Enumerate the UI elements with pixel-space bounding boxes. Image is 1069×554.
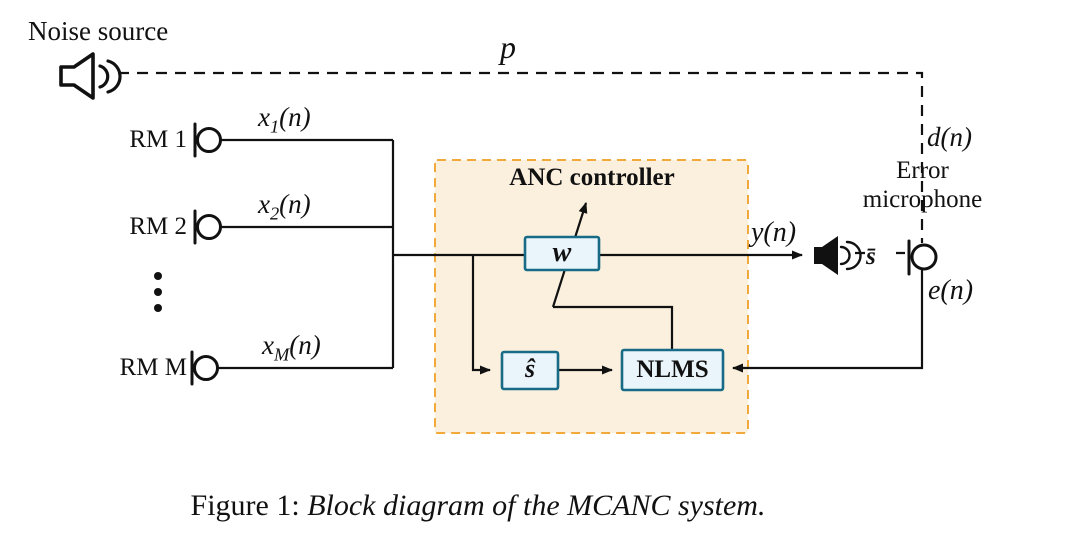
x1-var: x (258, 102, 270, 132)
x1-sub: 1 (269, 116, 280, 137)
disturbance-label: d(n) (927, 122, 972, 152)
w-filter-label: w (552, 236, 572, 268)
rm1-mic-icon (193, 122, 222, 158)
noise-source-label: Noise source (28, 16, 169, 46)
rm2-label: RM 2 (129, 213, 187, 240)
x2-sub: 2 (269, 203, 280, 224)
rmm-label: RM M (119, 354, 187, 381)
shat-block (500, 350, 560, 391)
figure-caption: Figure 1: Block diagram of the MCANC sys… (78, 489, 878, 523)
w-filter-block (523, 235, 601, 272)
nlms-label: NLMS (636, 356, 709, 383)
xm-sub: M (273, 344, 290, 365)
rm1-label: RM 1 (129, 126, 187, 153)
x2-arg: (n) (279, 189, 311, 219)
secondary-path-label: s̄ (866, 243, 876, 270)
nlms-block (620, 348, 725, 392)
vertical-ellipsis-icon (154, 272, 162, 312)
noise-speaker-icon (59, 52, 122, 100)
error-feedback-line (732, 269, 924, 373)
error-mic-icon (907, 239, 938, 276)
error-signal-label: e(n) (928, 275, 974, 306)
anc-controller-title: ANC controller (509, 164, 675, 191)
error-microphone-label: Error microphone (840, 157, 1005, 215)
x2-signal-label: x2(n) (258, 189, 311, 225)
anc-controller-container (434, 159, 749, 434)
x1-arg: (n) (279, 102, 311, 132)
shat-label: ŝ (524, 353, 536, 383)
output-signal-label: y(n) (751, 217, 797, 248)
update-elbow-line (553, 305, 674, 351)
primary-path-label: p (500, 29, 516, 65)
error-microphone-label-line2: microphone (862, 185, 983, 213)
figure-caption-prefix: Figure 1: (190, 489, 300, 522)
branch-to-shat-line (471, 255, 491, 375)
rmm-mic-icon (190, 350, 219, 386)
x2-var: x (258, 189, 270, 219)
figure-caption-text: Block diagram of the MCANC system. (307, 489, 766, 522)
xm-var: x (262, 330, 274, 360)
error-microphone-label-line1: Error (896, 157, 949, 184)
rm2-mic-icon (193, 209, 222, 245)
xm-signal-label: xM(n) (262, 330, 321, 366)
primary-path-line (118, 71, 924, 243)
xm-arg: (n) (289, 330, 321, 360)
x1-signal-label: x1(n) (258, 102, 311, 138)
cancel-speaker-icon (814, 236, 862, 275)
